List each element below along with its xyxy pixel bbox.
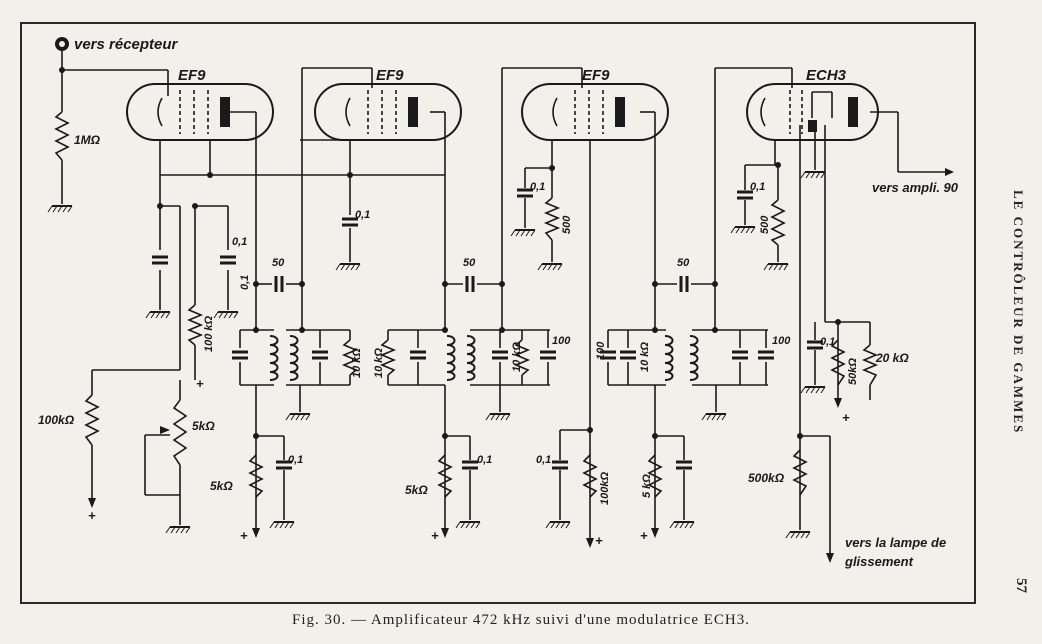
label-c-100-3: 100	[595, 341, 607, 360]
label-c-50-2: 50	[463, 257, 476, 269]
label-tube-3: EF9	[582, 67, 610, 84]
label-c-01-4: 0,1	[477, 454, 492, 466]
label-r-100k-a: 100 kΩ	[203, 315, 215, 352]
label-c-01-6: 0,1	[530, 181, 545, 193]
plus-1: +	[196, 376, 204, 391]
label-r-500-2: 500	[759, 215, 771, 234]
label-r-500k: 500kΩ	[748, 471, 785, 485]
label-c-01-1: 0,1	[232, 236, 247, 248]
wires	[61, 44, 945, 555]
label-c-01-9: 0,1	[239, 275, 251, 290]
capacitors	[150, 188, 825, 470]
label-r-10k-1: 10 kΩ	[351, 348, 363, 378]
label-out-lamp-1: vers la lampe de	[845, 535, 946, 550]
label-r-5k-2: 5kΩ	[405, 483, 428, 497]
label-r-100k-b: 100kΩ	[599, 472, 611, 505]
arrowheads	[88, 168, 954, 563]
label-r-100k-left: 100kΩ	[38, 413, 75, 427]
label-tube-4: ECH3	[806, 67, 847, 84]
label-c-01-7: 0,1	[750, 181, 765, 193]
page-number: 57	[1013, 578, 1029, 593]
label-r-5k-1: 5kΩ	[210, 479, 233, 493]
junctions	[59, 67, 841, 439]
label-c-01-8: 0,1	[820, 336, 835, 348]
label-c-50-1: 50	[272, 257, 285, 269]
label-c-100-2: 100	[772, 335, 791, 347]
label-tube-2: EF9	[376, 67, 404, 84]
label-r-500-1: 500	[561, 215, 573, 234]
label-r-20k: 20 kΩ	[875, 351, 909, 365]
figure-caption: Fig. 30. — Amplificateur 472 kHz suivi d…	[292, 612, 750, 628]
label-c-01-3: 0,1	[288, 454, 303, 466]
label-input: vers récepteur	[74, 36, 179, 53]
label-out-ampli: vers ampli. 90	[872, 180, 959, 195]
plus-7: +	[842, 410, 850, 425]
label-tube-1: EF9	[178, 67, 206, 84]
grounds	[47, 171, 826, 539]
label-c-100-1: 100	[552, 335, 571, 347]
plus-2: +	[88, 508, 96, 523]
label-r-10k-3: 10 kΩ	[511, 342, 523, 372]
resistors	[54, 111, 879, 498]
label-r-5k-3: 5 kΩ	[641, 474, 653, 498]
label-r-1m: 1MΩ	[74, 133, 101, 147]
plus-4: +	[431, 528, 439, 543]
label-r-5k-pot: 5kΩ	[192, 419, 215, 433]
label-r-10k-4: 10 kΩ	[639, 342, 651, 372]
label-c-01-5: 0,1	[536, 454, 551, 466]
tube-ech3	[746, 83, 879, 141]
running-title: LE CONTRÔLEUR DE GAMMES	[1011, 190, 1026, 435]
plus-6: +	[640, 528, 648, 543]
plus-3: +	[240, 528, 248, 543]
plus-5: +	[595, 533, 603, 548]
schematic-frame	[20, 22, 976, 604]
label-c-01-2: 0,1	[355, 209, 370, 221]
label-r-50k: 50kΩ	[847, 358, 859, 385]
label-out-lamp-2: glissement	[844, 554, 914, 569]
label-c-50-3: 50	[677, 257, 690, 269]
label-r-10k-2: 10 kΩ	[373, 348, 385, 378]
